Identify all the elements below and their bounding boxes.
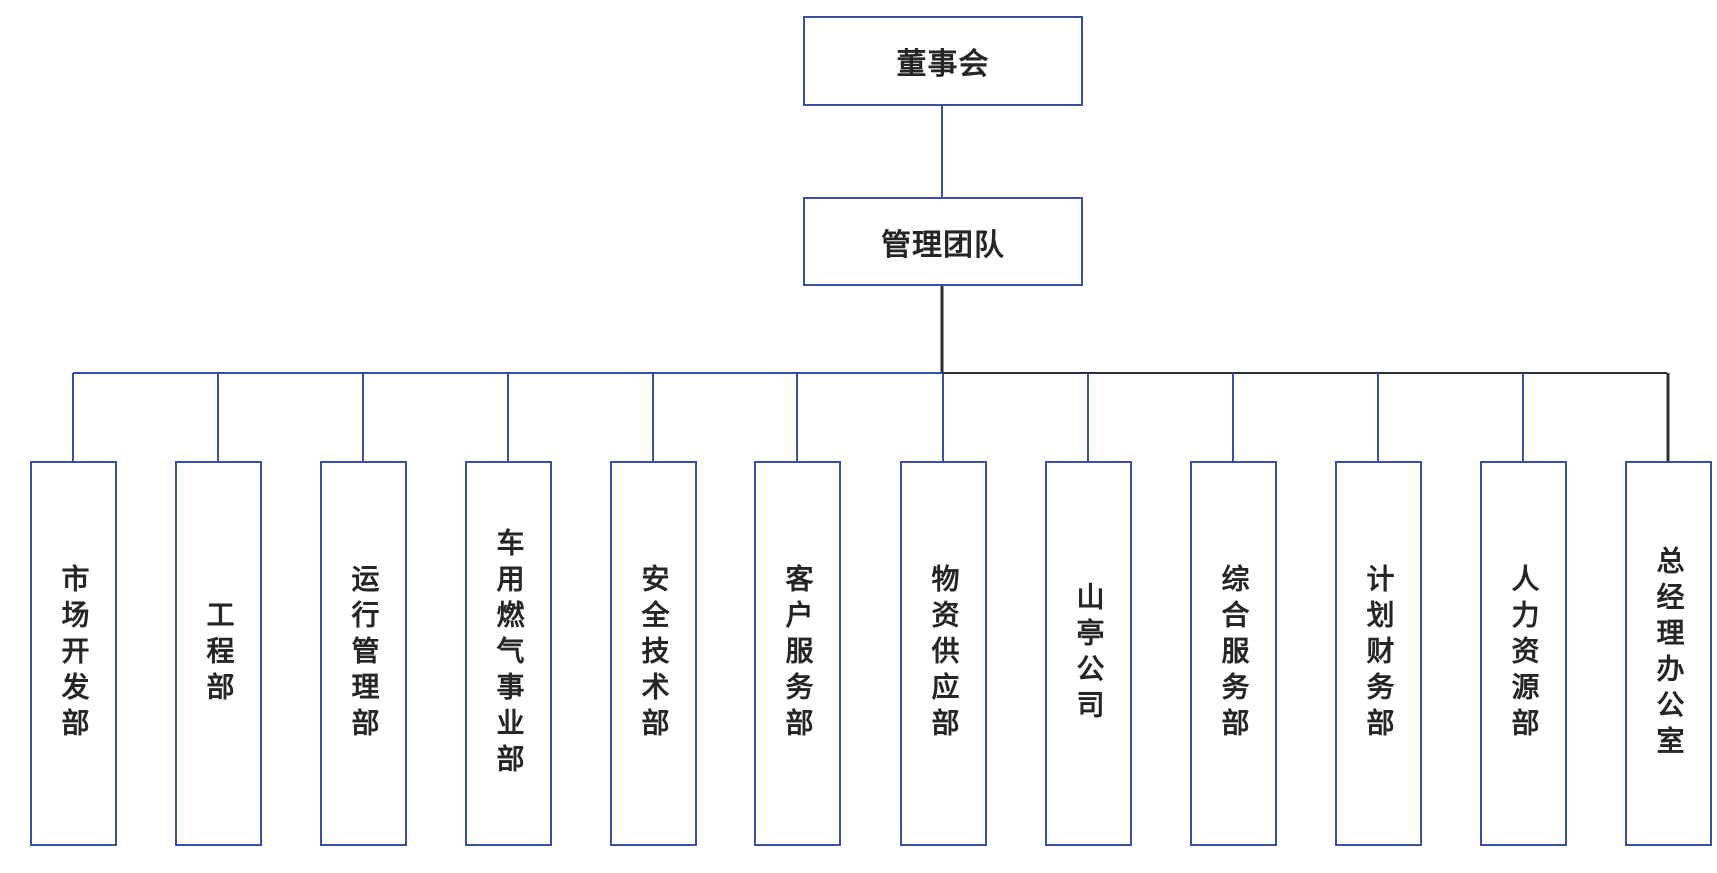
management-team-box: 管理团队 xyxy=(803,197,1083,286)
department-box-shanting-company: 山亭公司 xyxy=(1045,461,1132,846)
department-box-material-supply: 物资供应部 xyxy=(900,461,987,846)
department-label: 物资供应部 xyxy=(927,563,961,744)
department-label: 市场开发部 xyxy=(57,563,91,744)
department-label: 计划财务部 xyxy=(1362,563,1396,744)
management-team-label: 管理团队 xyxy=(881,227,1005,263)
department-box-operations-management: 运行管理部 xyxy=(320,461,407,846)
board-label: 董事会 xyxy=(896,47,990,82)
department-label: 山亭公司 xyxy=(1072,581,1106,726)
department-label: 综合服务部 xyxy=(1217,563,1251,744)
department-label: 车用燃气事业部 xyxy=(492,527,526,780)
department-label: 工程部 xyxy=(202,599,236,708)
department-box-safety-technology: 安全技术部 xyxy=(610,461,697,846)
department-box-planning-finance: 计划财务部 xyxy=(1335,461,1422,846)
department-box-customer-service: 客户服务部 xyxy=(754,461,841,846)
department-box-general-services: 综合服务部 xyxy=(1190,461,1277,846)
department-box-market-development: 市场开发部 xyxy=(30,461,117,846)
department-box-engineering: 工程部 xyxy=(175,461,262,846)
department-box-vehicle-gas: 车用燃气事业部 xyxy=(465,461,552,846)
department-label: 人力资源部 xyxy=(1507,563,1541,744)
department-label: 客户服务部 xyxy=(781,563,815,744)
board-box: 董事会 xyxy=(803,16,1083,106)
department-label: 总经理办公室 xyxy=(1652,545,1686,762)
department-box-human-resources: 人力资源部 xyxy=(1480,461,1567,846)
department-box-general-manager-office: 总经理办公室 xyxy=(1625,461,1712,846)
department-drop-lines xyxy=(72,373,1670,461)
department-label: 运行管理部 xyxy=(347,563,381,744)
department-label: 安全技术部 xyxy=(637,563,671,744)
